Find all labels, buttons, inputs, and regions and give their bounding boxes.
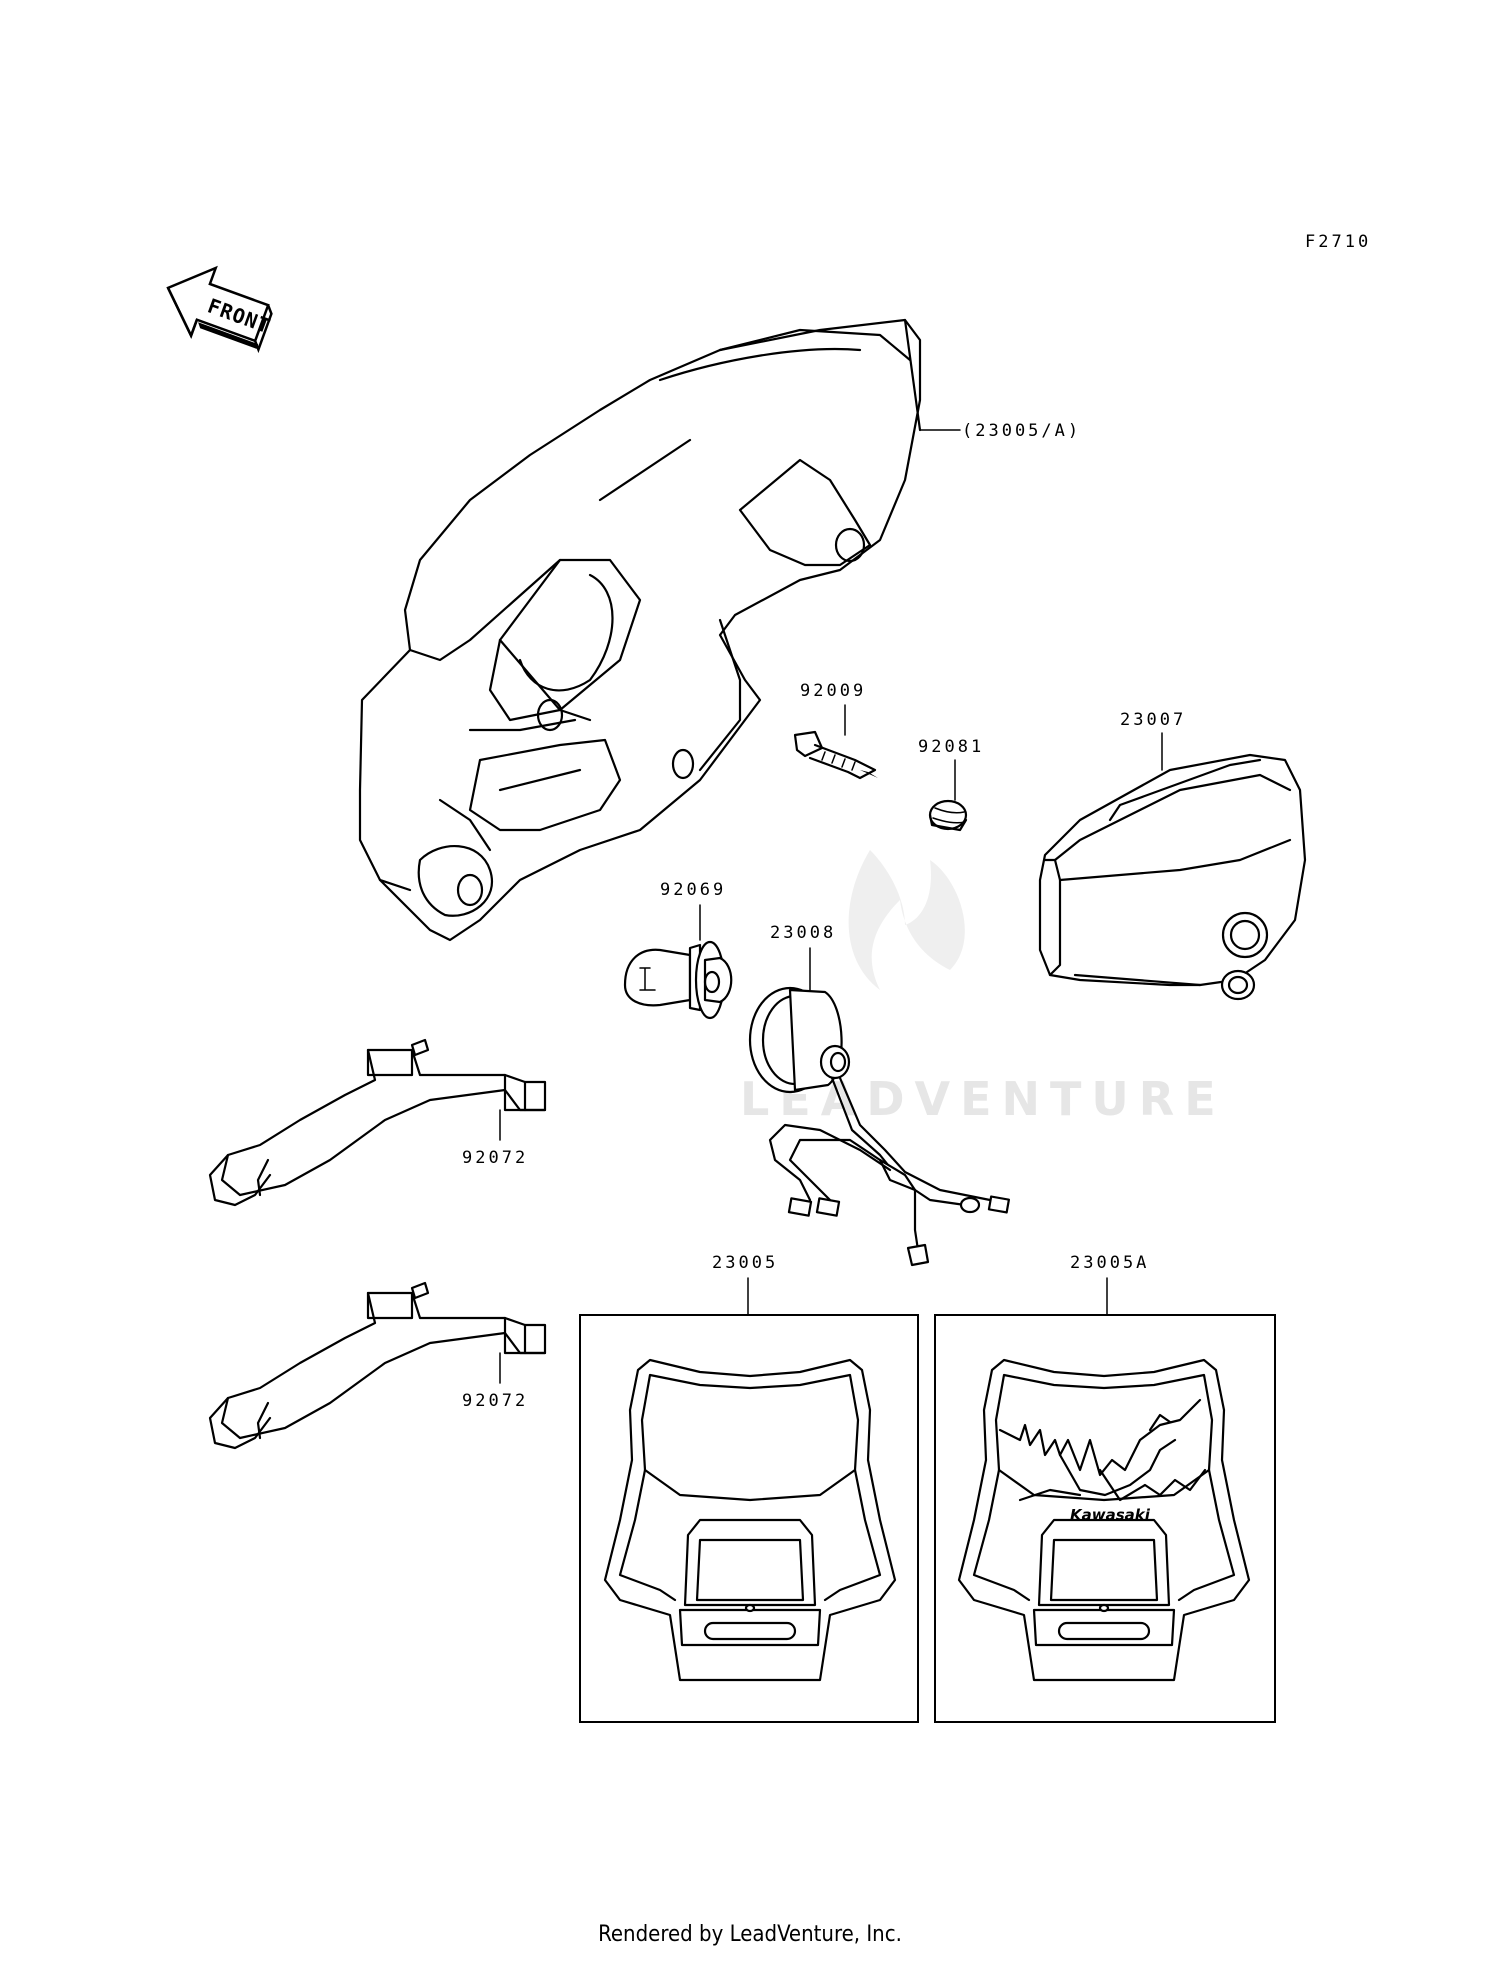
footer-credit: Rendered by LeadVenture, Inc. bbox=[598, 1922, 902, 1947]
label-lens: 23007 bbox=[1120, 710, 1186, 730]
bracket-upper bbox=[208, 1038, 547, 1207]
bulb bbox=[623, 940, 733, 1020]
cover-graphic-frame bbox=[934, 1314, 1276, 1723]
figure-code: F2710 bbox=[1305, 232, 1371, 252]
label-screw: 92009 bbox=[800, 681, 866, 701]
screw bbox=[793, 730, 878, 780]
cover-standard bbox=[603, 1358, 897, 1682]
cover-graphic: Kawasaki bbox=[957, 1358, 1251, 1682]
headlight-housing bbox=[358, 318, 922, 942]
label-headlight-housing: (23005/A) bbox=[962, 421, 1081, 441]
cover-standard-frame bbox=[579, 1314, 919, 1723]
socket-harness bbox=[748, 986, 1011, 1267]
label-cover-standard: 23005 bbox=[712, 1253, 778, 1273]
label-bracket-lower: 92072 bbox=[462, 1391, 528, 1411]
grommet bbox=[928, 799, 968, 832]
headlight-lens bbox=[1038, 753, 1307, 1001]
label-cover-graphic: 23005A bbox=[1070, 1253, 1149, 1273]
label-grommet: 92081 bbox=[918, 737, 984, 757]
label-bulb: 92069 bbox=[660, 880, 726, 900]
front-arrow-icon: FRONT bbox=[166, 265, 274, 354]
label-bracket-upper: 92072 bbox=[462, 1148, 528, 1168]
label-socket: 23008 bbox=[770, 923, 836, 943]
bracket-lower bbox=[208, 1281, 547, 1450]
